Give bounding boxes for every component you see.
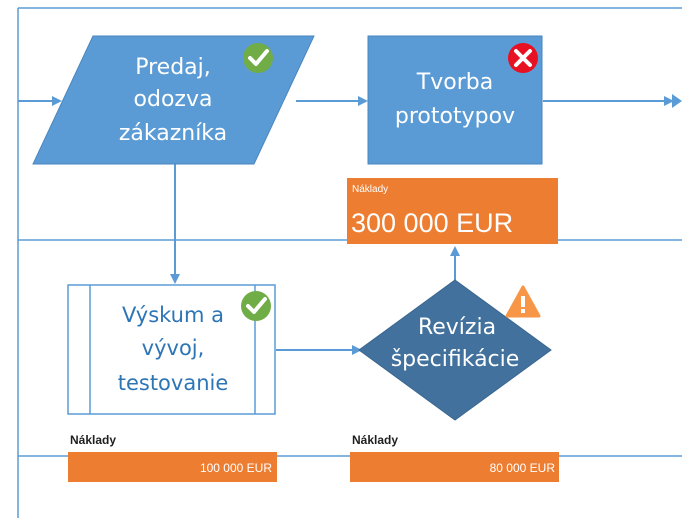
review-cost-label: Náklady [352,433,398,447]
sales-feedback-shape[interactable]: Predaj, odozva zákazníka [32,35,315,165]
research-cost-value: 100 000 EUR [200,461,272,475]
review-line-2: špecifikácie [391,347,520,372]
prototype-shape[interactable]: Tvorba prototypov [367,35,543,165]
research-line-3: testovanie [118,371,229,395]
prototype-cost-label: Náklady [352,184,388,195]
research-cost-label: Náklady [70,433,116,447]
prototype-line-1: Tvorba [416,70,493,95]
review-cost-value: 80 000 EUR [490,461,556,475]
check-icon [241,291,271,321]
research-shape[interactable]: Výskum a vývoj, testovanie [67,284,276,415]
sales-line-3: zákazníka [119,121,227,146]
review-line-1: Revízia [418,315,496,340]
connector-out-arrowhead [672,94,682,108]
research-cost-bar: 100 000 EUR [68,452,277,482]
sales-line-2: odozva [134,87,213,112]
sales-line-1: Predaj, [135,55,211,80]
prototype-cost-value: 300 000 EUR [351,208,513,238]
review-cost-bar: 80 000 EUR [350,452,559,482]
prototype-line-2: prototypov [395,104,515,129]
review-decision-shape[interactable]: Revízia špecifikácie [358,279,552,421]
warning-icon [505,285,541,318]
prototype-cost-box: Náklady 300 000 EUR [347,178,558,244]
research-line-2: vývoj, [142,336,205,360]
error-icon [508,43,538,73]
check-icon [243,43,273,73]
research-line-1: Výskum a [122,303,224,327]
